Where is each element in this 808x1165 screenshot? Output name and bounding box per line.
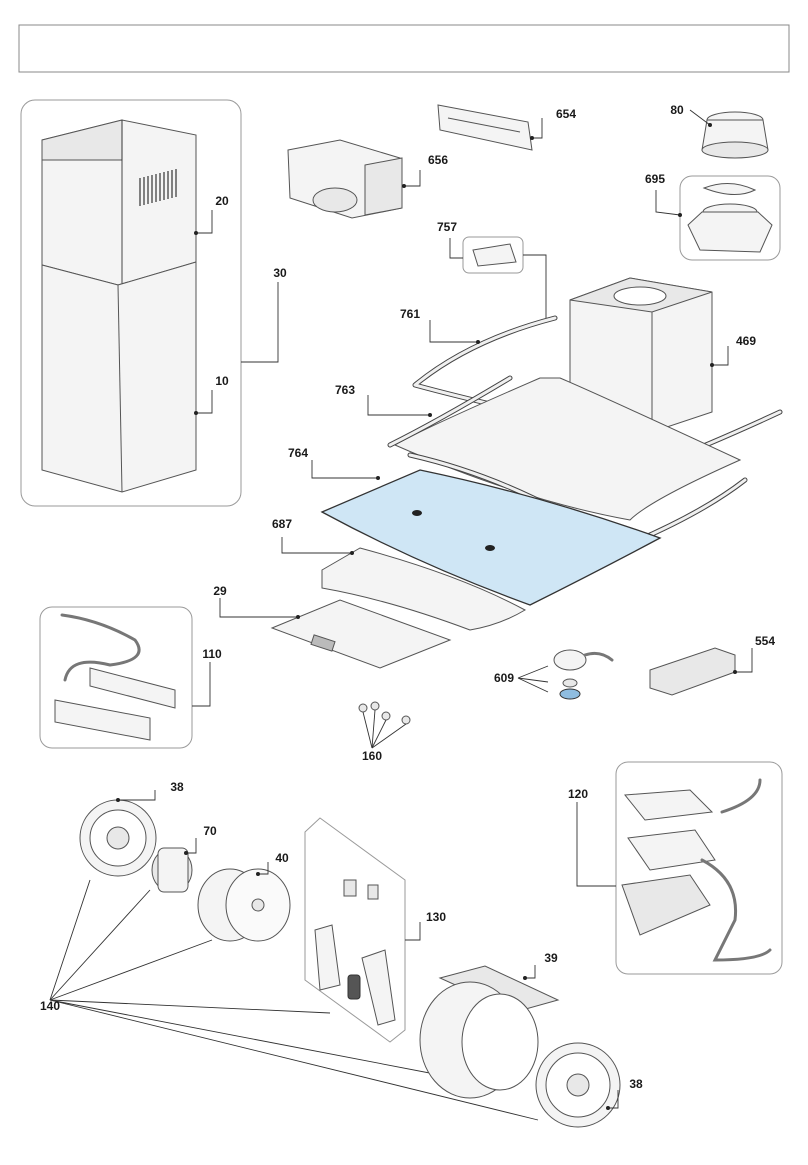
screws-160: 160 [358,701,411,763]
trim-panel-687: 687 [272,517,527,631]
air-outlet-656: 656 [287,139,448,219]
callout-554: 554 [755,634,775,648]
canopy-763: 763 [335,377,742,521]
chimney-panel-frame [20,99,242,507]
callout-761: 761 [400,307,420,321]
callout-469: 469 [736,334,756,348]
motor-flange-38-right [535,1042,621,1128]
callout-656: 656 [428,153,448,167]
callout-38-top: 38 [170,780,184,794]
grease-filter-29: 29 [213,584,452,669]
callout-609: 609 [494,671,514,685]
motor-group: 38 70 40 140 [40,780,539,1121]
callout-130: 130 [426,910,446,924]
callout-120: 120 [568,787,588,801]
callout-40: 40 [275,851,289,865]
motor-flange-38-left [79,799,157,877]
callout-110: 110 [202,647,222,661]
glass-panel-764: 764 [288,446,662,606]
upper-chimney-part [41,119,197,286]
collar-80: 80 [670,103,769,159]
lamp-609: 609 [494,649,614,700]
sticker-757: 757 [437,220,547,320]
damper-695: 695 [645,172,781,261]
motor-70 [151,847,193,893]
callout-29: 29 [213,584,227,598]
transformer-554: 554 [649,634,775,696]
lower-chimney-part [41,261,197,493]
callout-10: 10 [215,374,229,388]
scroll-housing-39: 39 [419,951,560,1099]
chimney-group: 20 10 30 [20,99,287,507]
callout-140: 140 [40,999,60,1013]
callout-39: 39 [544,951,558,965]
header-title-box [18,24,790,73]
callout-20: 20 [215,194,229,208]
callout-160: 160 [362,749,382,763]
callout-30: 30 [273,266,287,280]
callout-654: 654 [556,107,576,121]
motor-housing-469: 469 [569,277,756,433]
callout-70: 70 [203,824,217,838]
callout-80: 80 [670,103,684,117]
callout-38-bottom: 38 [629,1077,643,1091]
switch-panel-110: 110 [39,606,222,749]
callout-763: 763 [335,383,355,397]
capacitor-panel-130: 130 [304,817,446,1043]
blower-wheel-40 [197,868,291,942]
callout-764: 764 [288,446,308,460]
callout-687: 687 [272,517,292,531]
control-board-panel-120: 120 [568,761,783,975]
callout-695: 695 [645,172,665,186]
callout-757: 757 [437,220,457,234]
bracket-654: 654 [437,104,576,151]
